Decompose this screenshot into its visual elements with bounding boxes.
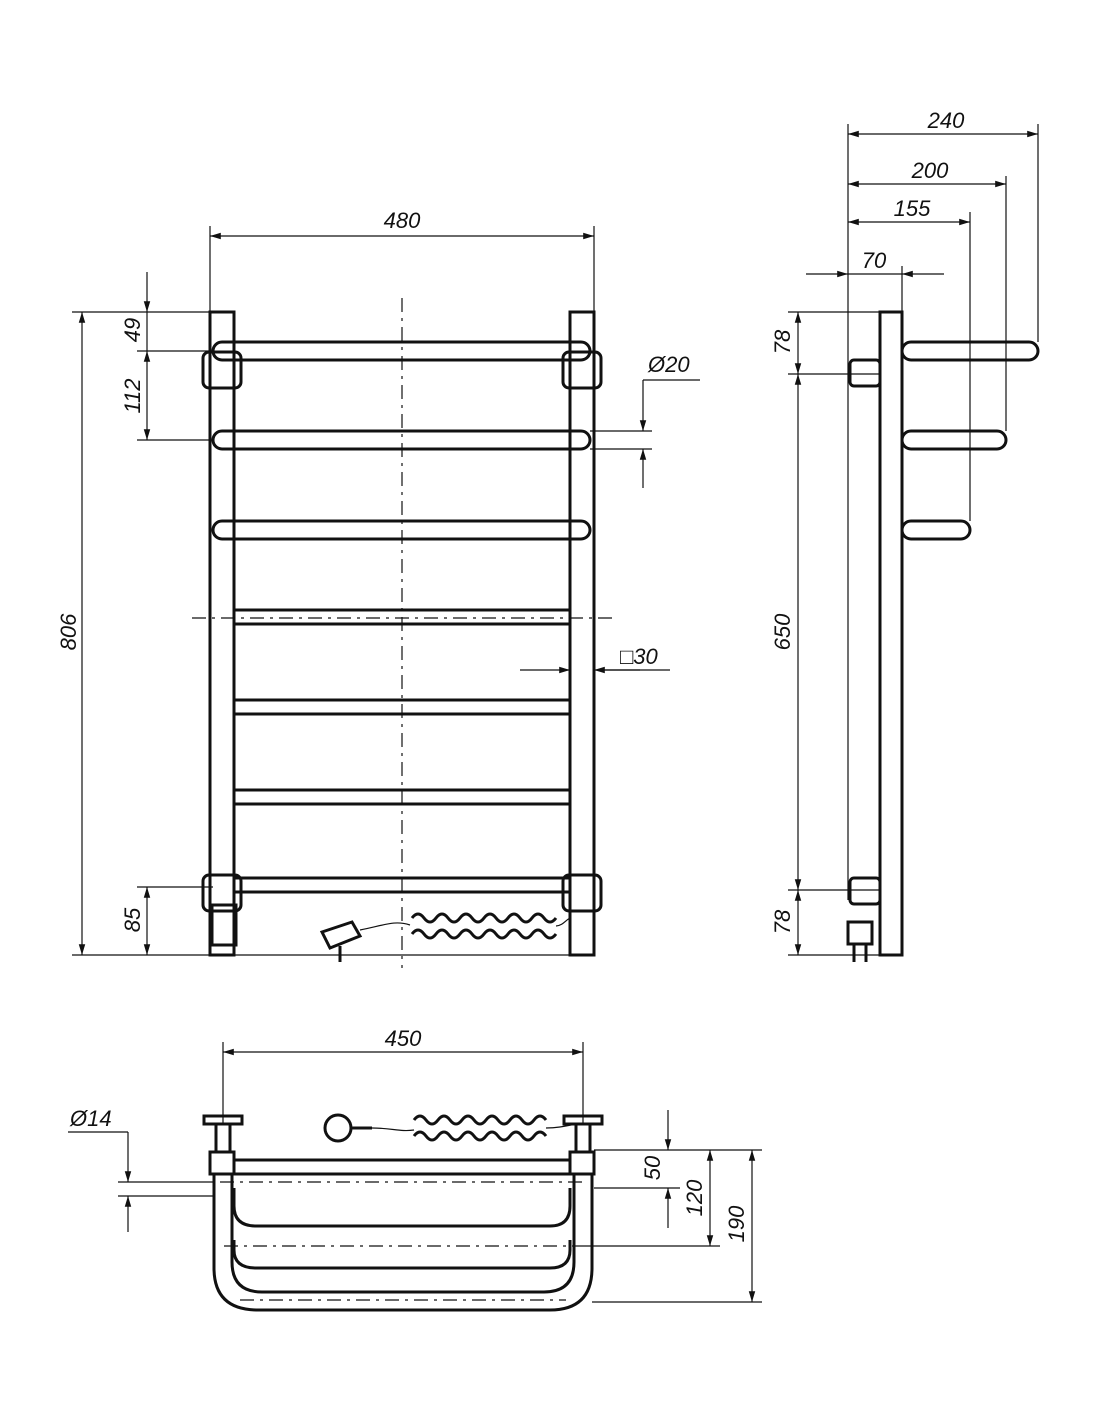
- dim-70: 70: [862, 248, 887, 273]
- left-post: [208, 310, 236, 957]
- dim-side-bottom-78: 78: [770, 909, 795, 934]
- dim-square-profile-label: □30: [620, 644, 659, 669]
- dim-bottom-gap-85: 85: [120, 907, 145, 932]
- dim-200: 200: [911, 158, 949, 183]
- top-square-bar-1: [232, 1188, 572, 1228]
- side-post: [878, 310, 904, 957]
- top-post-left: [208, 1150, 236, 1176]
- dim-side-650: 650: [770, 613, 795, 650]
- dim-height-806: 806: [56, 613, 81, 650]
- side-plug: [846, 920, 874, 946]
- plug: [319, 920, 363, 950]
- side-view: 240 200 155 70 78 650 78: [770, 108, 1040, 962]
- dim-top-50: 50: [640, 1155, 665, 1180]
- top-post-right: [568, 1150, 596, 1176]
- top-coiled-cord: [412, 1114, 548, 1142]
- top-plug: [323, 1113, 353, 1143]
- heater-box: [210, 903, 238, 947]
- dim-240: 240: [927, 108, 965, 133]
- top-view: 450 Ø14 50 120 190: [68, 1026, 762, 1312]
- side-bar-2: [900, 429, 1008, 451]
- cord: [359, 922, 411, 931]
- dim-bar-diameter-label: Ø20: [647, 352, 690, 377]
- coiled-cord: [410, 912, 558, 940]
- side-bracket-top: [848, 358, 882, 388]
- bracket-top-right: [561, 350, 603, 390]
- top-square-bar-2: [232, 1240, 572, 1270]
- top-pipe-right: [574, 1122, 592, 1154]
- top-inner-bar: [230, 1174, 576, 1294]
- top-outer-bar: [212, 1174, 594, 1312]
- dim-155: 155: [894, 196, 931, 221]
- front-view: 480 806 49 112 85 Ø20 □30: [56, 208, 700, 968]
- right-post: [568, 310, 596, 957]
- dim-top-gap-49: 49: [120, 318, 145, 342]
- side-bracket-bottom: [848, 876, 882, 906]
- dim-top-450: 450: [385, 1026, 422, 1051]
- dim-top-120: 120: [682, 1179, 707, 1216]
- dim-bar-spacing-112: 112: [120, 378, 145, 413]
- dim-top-190: 190: [724, 1205, 749, 1242]
- dim-pipe-diameter-label: Ø14: [69, 1106, 112, 1131]
- bracket-top-left: [201, 350, 243, 390]
- dim-side-top-78: 78: [770, 329, 795, 354]
- side-bar-3: [900, 519, 972, 541]
- top-pipe-left: [214, 1122, 232, 1154]
- dim-width-480: 480: [384, 208, 421, 233]
